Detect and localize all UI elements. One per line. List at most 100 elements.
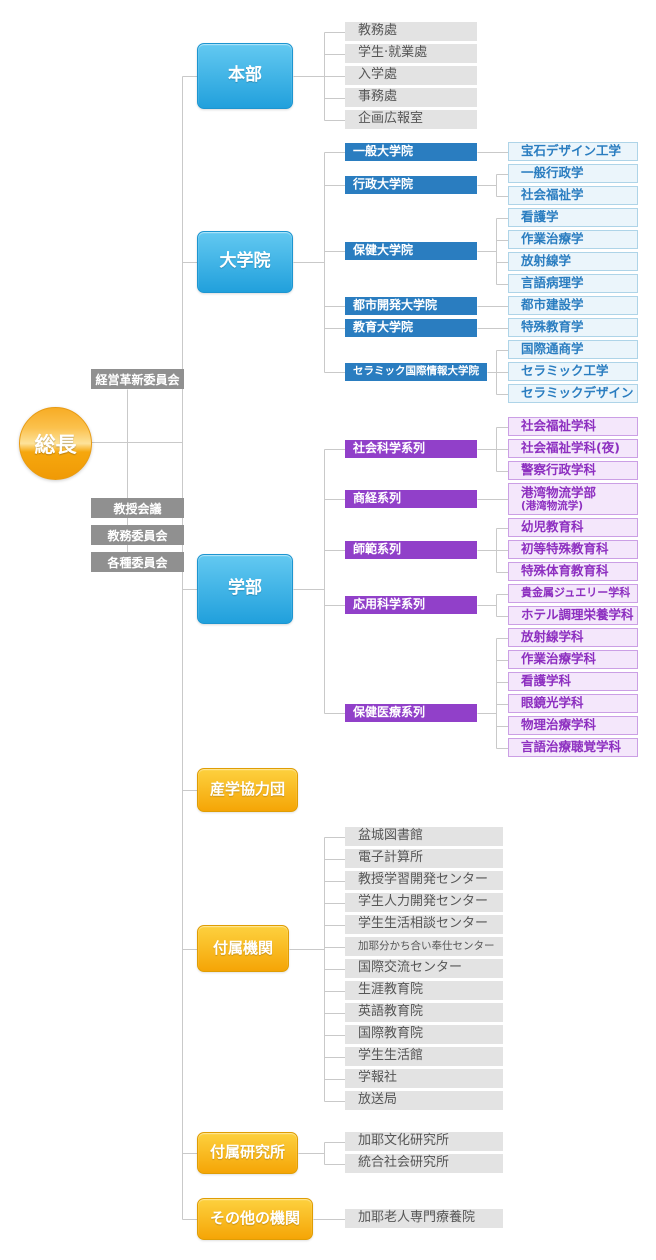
org-leaf: 国際通商学 (508, 340, 638, 359)
org-node-label: 言語治療聴覚学科 (521, 739, 622, 755)
org-node-label: 付属研究所 (210, 1142, 286, 1161)
org-node-label: 国際通商学 (521, 341, 584, 357)
org-node-label: 学生生活館 (358, 1048, 424, 1064)
org-leaf: 幼児教育科 (508, 518, 638, 537)
org-leaf: 企画広報室 (345, 110, 477, 129)
org-node-label: 貴金属ジュエリー学科 (521, 586, 631, 600)
org-node-label: ホテル調理栄養学科 (521, 607, 634, 623)
org-leaf: 社会福祉学科(夜) (508, 439, 638, 458)
org-node-label: 初等特殊教育科 (521, 541, 609, 557)
org-node-label: 英語教育院 (358, 1004, 424, 1020)
org-node-label: 学報社 (358, 1070, 398, 1086)
org-leaf: 国際教育院 (345, 1025, 503, 1044)
org-node-label: 看護学 (521, 209, 559, 225)
org-node-label: 都市建設学 (521, 297, 584, 313)
org-leaf: 電子計算所 (345, 849, 503, 868)
org-leaf: 初等特殊教育科 (508, 540, 638, 559)
node-daigakuin: 大学院 (197, 230, 293, 293)
org-branch: 応用科学系列 (345, 595, 477, 614)
org-leaf: 教務處 (345, 22, 477, 41)
org-branch: 教育大学院 (345, 318, 477, 337)
org-node-label: 企画広報室 (358, 111, 424, 127)
org-leaf: 港湾物流学部(港湾物流学) (508, 483, 638, 515)
node-gakubu: 学部 (197, 553, 293, 624)
org-node-sublabel: (港湾物流学) (521, 499, 584, 512)
org-node-label: 本部 (228, 64, 262, 85)
org-node-label: 作業治療学 (521, 231, 584, 247)
org-branch: 商経系列 (345, 490, 477, 508)
org-leaf: 看護学科 (508, 672, 638, 691)
org-node-label: 作業治療学科 (521, 651, 597, 667)
org-node-label: 電子計算所 (358, 850, 424, 866)
org-leaf: 貴金属ジュエリー学科 (508, 584, 638, 603)
org-leaf: 学報社 (345, 1069, 503, 1088)
org-node-label: 行政大学院 (353, 176, 414, 191)
president-label: 総長 (34, 432, 77, 457)
org-branch: 師範系列 (345, 540, 477, 559)
org-node-label: 事務處 (358, 89, 398, 105)
org-node-label: 物理治療学科 (521, 717, 597, 733)
org-leaf: 生涯教育院 (345, 981, 503, 1000)
org-leaf: 事務處 (345, 88, 477, 107)
org-leaf: 特殊体育教育科 (508, 562, 638, 581)
org-node-label: 保健大学院 (353, 242, 414, 257)
org-node-label: 看護学科 (521, 673, 572, 689)
org-leaf: 放射線学科 (508, 628, 638, 647)
org-leaf: 都市建設学 (508, 296, 638, 315)
org-node-label: 学生·就業處 (358, 45, 428, 61)
org-node-label: 教育大学院 (353, 319, 414, 334)
org-node-label: 都市開発大学院 (353, 297, 438, 312)
org-node-label: 盆城図書館 (358, 828, 424, 844)
org-node-label: セラミック国際情報大学院 (353, 365, 479, 378)
org-node-label: 放送局 (358, 1092, 398, 1108)
org-node-label: 付属機関 (212, 938, 273, 957)
node-fuzoku-kikan: 付属機関 (197, 925, 289, 972)
org-node-label: 社会福祉学科(夜) (521, 440, 620, 456)
node-sangaku-kyoryokudan: 産学協力団 (197, 768, 299, 812)
org-leaf: 眼鏡光学科 (508, 694, 638, 713)
org-node-label: 国際交流センター (358, 960, 463, 976)
org-node-label: 加耶老人専門療養院 (358, 1210, 476, 1226)
org-node-label: 警察行政学科 (521, 462, 597, 478)
president-node: 総長 (19, 407, 92, 480)
org-node-label: 加耶分かち合い奉仕センター (358, 940, 495, 953)
org-node-label: 入学處 (358, 67, 398, 83)
node-honbu: 本部 (197, 42, 293, 109)
org-node-label: 産学協力団 (210, 780, 286, 799)
committee-various: 各種委員会 (91, 552, 184, 572)
org-leaf: 加耶老人専門療養院 (345, 1209, 503, 1228)
org-node-label: 国際教育院 (358, 1026, 424, 1042)
node-fuzoku-kenkyujo: 付属研究所 (197, 1131, 299, 1174)
org-leaf: 学生生活館 (345, 1047, 503, 1066)
org-node-label: 大学院 (219, 250, 271, 271)
org-node-label: 保健医療系列 (353, 704, 426, 719)
org-node-label: 社会福祉学 (521, 187, 584, 203)
org-node-label: 一般行政学 (521, 165, 584, 181)
org-leaf: セラミックデザイン (508, 384, 638, 403)
org-leaf: セラミック工学 (508, 362, 638, 381)
committee-academic-affairs: 教務委員会 (91, 525, 184, 545)
org-leaf: 作業治療学 (508, 230, 638, 249)
org-leaf: 国際交流センター (345, 959, 503, 978)
org-node-label: 放射線学科 (521, 629, 584, 645)
committee-professors-council: 教授会議 (91, 498, 184, 518)
org-node-label: 港湾物流学部 (521, 484, 597, 500)
org-leaf: 統合社会研究所 (345, 1154, 503, 1173)
node-sonota-no-kikan: その他の機関 (197, 1197, 314, 1240)
org-branch: セラミック国際情報大学院 (345, 362, 487, 381)
org-leaf: 教授学習開発センター (345, 871, 503, 890)
org-branch: 行政大学院 (345, 175, 477, 194)
org-leaf: 一般行政学 (508, 164, 638, 183)
org-leaf: 加耶文化研究所 (345, 1132, 503, 1151)
org-node-label: 学部 (228, 577, 262, 598)
org-leaf: 放射線学 (508, 252, 638, 271)
org-node-label: 眼鏡光学科 (521, 695, 584, 711)
org-node-label: 学生生活相談センター (358, 916, 489, 932)
committee-management-innovation: 経営革新委員会 (91, 369, 184, 389)
org-node-label: 社会福祉学科 (521, 418, 597, 434)
org-leaf: ホテル調理栄養学科 (508, 606, 638, 625)
org-node-label: 言語病理学 (521, 275, 584, 291)
org-leaf: 言語治療聴覚学科 (508, 738, 638, 757)
